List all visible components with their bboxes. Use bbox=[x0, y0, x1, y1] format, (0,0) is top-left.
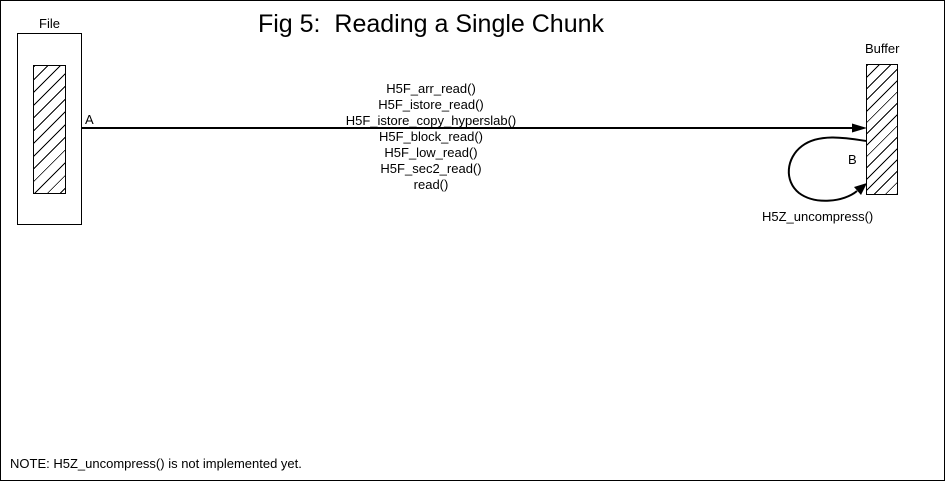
arrow-b-head-icon bbox=[854, 183, 867, 195]
call-line: H5F_arr_read() bbox=[386, 81, 476, 96]
arrow-a-head-icon bbox=[852, 123, 867, 133]
call-line: H5F_low_read() bbox=[384, 145, 478, 160]
note-text: NOTE: H5Z_uncompress() is not implemente… bbox=[10, 456, 302, 471]
figure-title: Fig 5: Reading a Single Chunk bbox=[257, 10, 605, 38]
call-line: H5F_istore_read() bbox=[378, 97, 484, 112]
file-chunk-hatched-rect bbox=[33, 65, 66, 194]
arrow-b-loop bbox=[787, 136, 867, 202]
buffer-hatched-rect bbox=[866, 64, 898, 195]
file-box bbox=[17, 33, 82, 225]
buffer-label: Buffer bbox=[865, 41, 900, 56]
call-line: H5F_istore_copy_hyperslab() bbox=[345, 113, 517, 128]
arrow-b-function-label: H5Z_uncompress() bbox=[762, 209, 874, 224]
file-label: File bbox=[39, 16, 60, 31]
arrow-b-label: B bbox=[848, 152, 857, 167]
call-stack: H5F_arr_read() H5F_istore_read() H5F_ist… bbox=[281, 81, 581, 193]
arrow-a-label: A bbox=[85, 112, 94, 127]
call-line: H5F_block_read() bbox=[378, 129, 484, 144]
call-line: H5F_sec2_read() bbox=[380, 161, 482, 176]
call-line: read() bbox=[413, 177, 449, 192]
